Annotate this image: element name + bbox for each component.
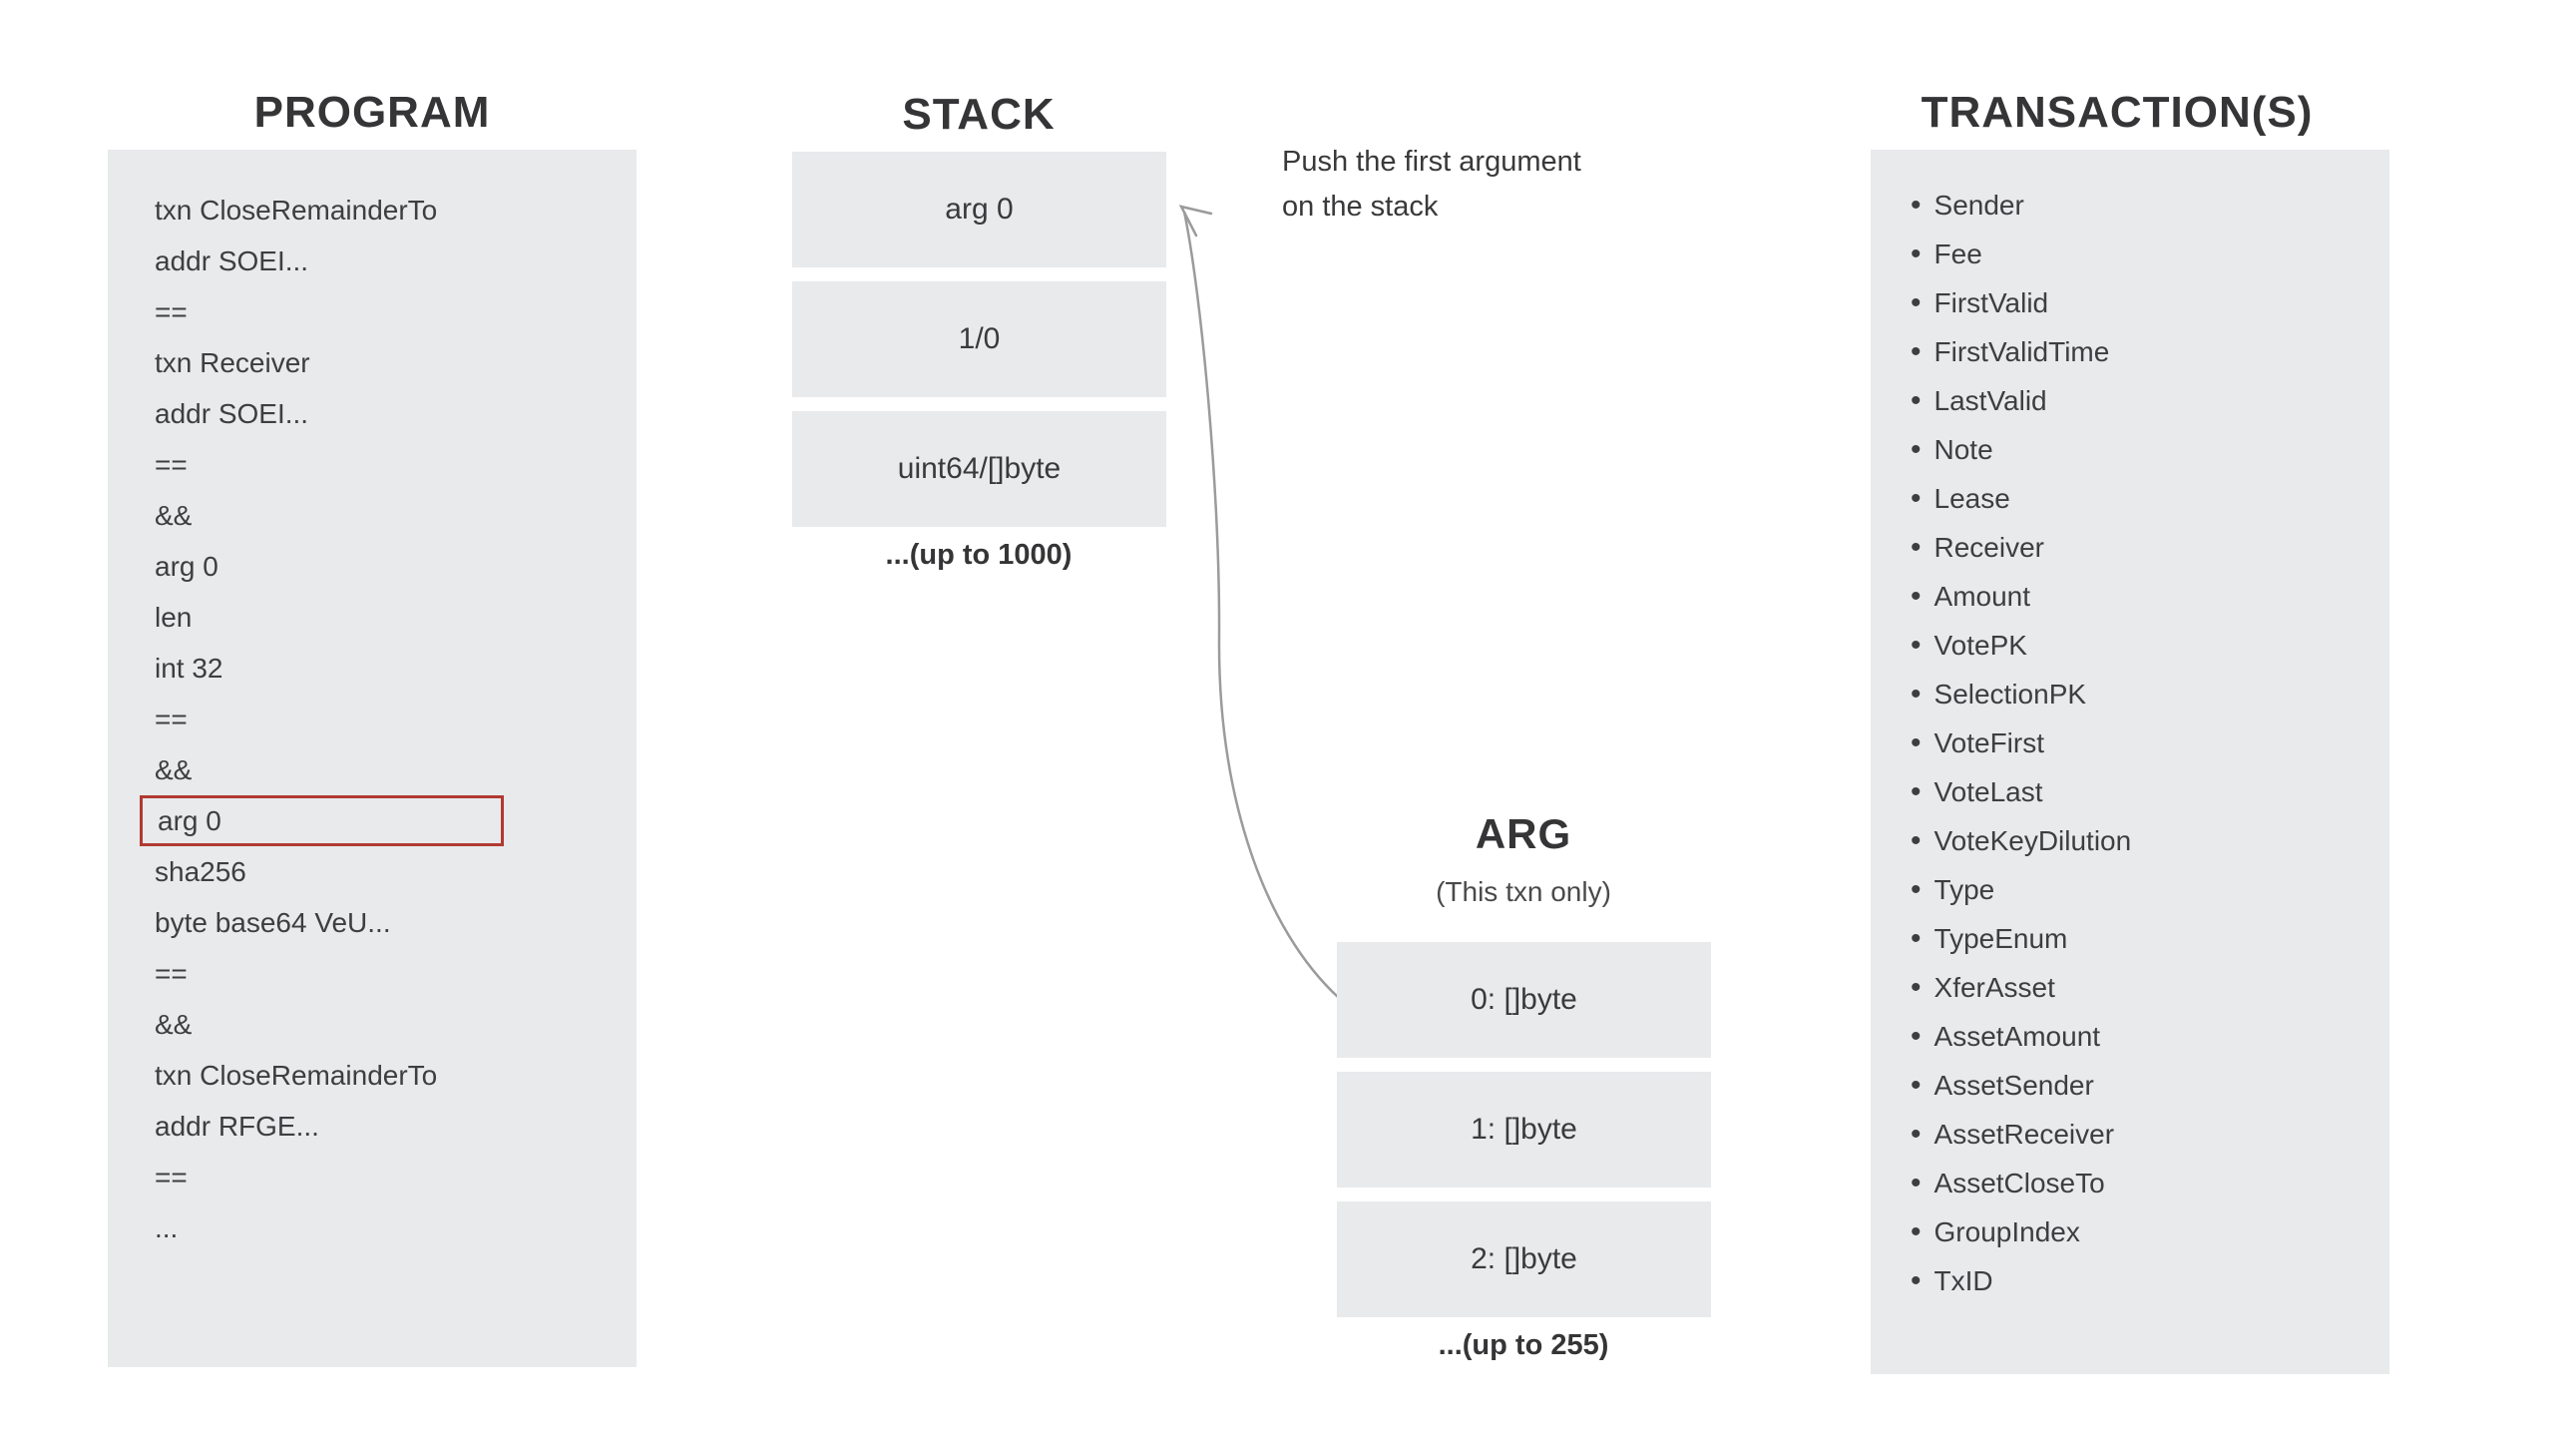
program-line: addr SOEI... <box>155 244 309 276</box>
program-line: addr SOEI... <box>155 397 309 429</box>
transaction-field: Sender <box>1871 181 2389 230</box>
transaction-field: Note <box>1871 425 2389 474</box>
transaction-field: Receiver <box>1871 523 2389 572</box>
push-annotation-line1: Push the first argument <box>1282 146 1581 178</box>
transaction-field: Amount <box>1871 572 2389 621</box>
program-line: && <box>155 1008 193 1040</box>
arg-title: ARG <box>1475 810 1572 857</box>
transaction-field: Lease <box>1871 474 2389 523</box>
program-title: PROGRAM <box>253 88 491 137</box>
transactions-panel: Sender Fee FirstValid FirstValidTime Las… <box>1871 150 2389 1374</box>
program-line: int 32 <box>155 652 223 684</box>
arg-more-label: ...(up to 255) <box>1438 1329 1609 1361</box>
transaction-field-list: Sender Fee FirstValid FirstValidTime Las… <box>1871 181 2389 1305</box>
transaction-field: LastValid <box>1871 376 2389 425</box>
program-line: == <box>155 448 188 480</box>
program-line: txn CloseRemainderTo <box>155 194 438 226</box>
transaction-field: FirstValidTime <box>1871 327 2389 376</box>
program-line: == <box>155 295 188 327</box>
transaction-field: FirstValid <box>1871 278 2389 327</box>
program-line: sha256 <box>155 855 246 887</box>
program-line: ... <box>155 1211 179 1243</box>
program-line: arg 0 <box>155 550 218 582</box>
program-line: && <box>155 499 193 531</box>
stack-more-label: ...(up to 1000) <box>885 539 1073 571</box>
transaction-field: AssetReceiver <box>1871 1110 2389 1159</box>
transaction-field: VoteLast <box>1871 767 2389 816</box>
program-line: == <box>155 1161 188 1193</box>
program-line: txn Receiver <box>155 346 310 378</box>
arg-slot-0: 0: []byte <box>1337 942 1711 1058</box>
transactions-title: TRANSACTION(S) <box>1921 88 2314 137</box>
transaction-field: AssetAmount <box>1871 1012 2389 1061</box>
transaction-field: Fee <box>1871 230 2389 278</box>
transaction-field: XferAsset <box>1871 963 2389 1012</box>
program-line: byte base64 VeU... <box>155 906 391 938</box>
program-code-list: txn CloseRemainderTo addr SOEI... == txn… <box>108 185 637 1253</box>
program-line-highlighted: arg 0 <box>140 795 504 846</box>
arg-subtitle: (This txn only) <box>1436 876 1611 907</box>
stack-slot-2: uint64/[]byte <box>792 411 1166 527</box>
transaction-field: SelectionPK <box>1871 670 2389 718</box>
transaction-field: Type <box>1871 865 2389 914</box>
transaction-field: TxID <box>1871 1256 2389 1305</box>
arg-slot-2: 2: []byte <box>1337 1201 1711 1317</box>
transaction-field: AssetSender <box>1871 1061 2389 1110</box>
arg-slot-1: 1: []byte <box>1337 1072 1711 1188</box>
transaction-field: TypeEnum <box>1871 914 2389 963</box>
push-annotation: Push the first argument on the stack <box>1282 140 1581 230</box>
program-line: addr RFGE... <box>155 1110 319 1142</box>
transaction-field: GroupIndex <box>1871 1207 2389 1256</box>
program-line: len <box>155 601 193 633</box>
transaction-field: VoteKeyDilution <box>1871 816 2389 865</box>
program-line: == <box>155 957 188 989</box>
push-annotation-line2: on the stack <box>1282 191 1439 223</box>
stack-slot-0: arg 0 <box>792 152 1166 267</box>
stack-title: STACK <box>902 90 1056 139</box>
stack-slot-1: 1/0 <box>792 281 1166 397</box>
program-line: txn CloseRemainderTo <box>155 1059 438 1091</box>
transaction-field: VotePK <box>1871 621 2389 670</box>
program-line: && <box>155 753 193 785</box>
transaction-field: AssetCloseTo <box>1871 1159 2389 1207</box>
program-line: == <box>155 703 188 734</box>
program-panel: txn CloseRemainderTo addr SOEI... == txn… <box>108 150 637 1367</box>
transaction-field: VoteFirst <box>1871 718 2389 767</box>
